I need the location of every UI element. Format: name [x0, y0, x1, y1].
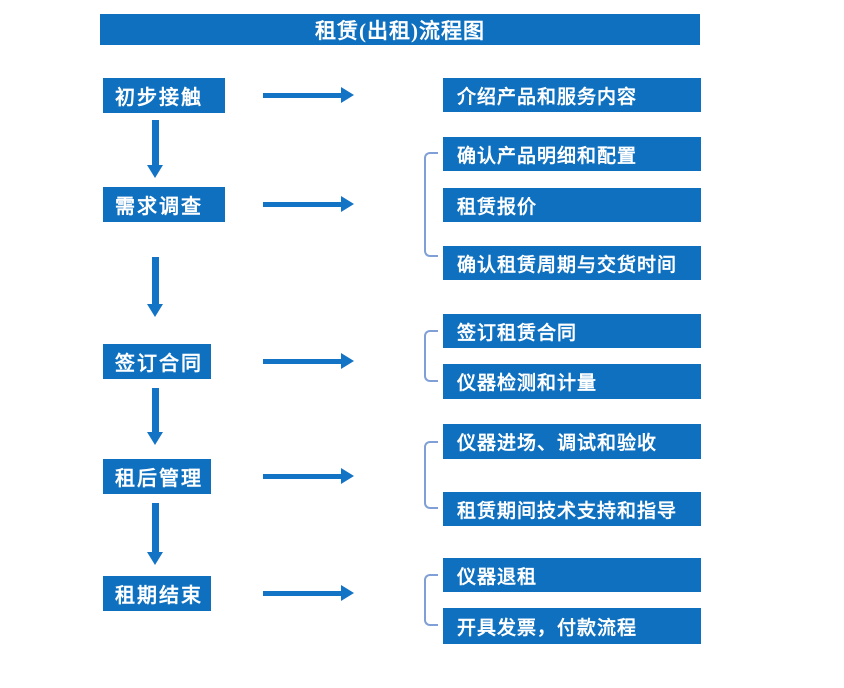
down-arrow-icon-1 [147, 120, 163, 178]
step-label: 租期结束 [115, 585, 203, 607]
detail-box-instrument-testing: 仪器检测和计量 [443, 364, 701, 399]
step-label: 需求调查 [115, 196, 203, 218]
detail-box-instrument-return: 仪器退租 [443, 558, 701, 592]
detail-label: 签订租赁合同 [457, 322, 578, 344]
step-label: 签订合同 [115, 353, 203, 375]
detail-label: 确认产品明细和配置 [457, 145, 638, 167]
detail-box-tech-support: 租赁期间技术支持和指导 [443, 492, 701, 526]
right-arrow-icon-4 [263, 468, 354, 484]
detail-label: 租赁报价 [457, 196, 538, 218]
step-box-rental-end: 租期结束 [103, 576, 211, 611]
bracket-group-4 [424, 441, 438, 509]
down-arrow-icon-4 [147, 503, 163, 565]
detail-label: 仪器退租 [457, 566, 538, 588]
right-arrow-icon-3 [263, 353, 354, 369]
step-box-post-rental-management: 租后管理 [103, 459, 211, 494]
right-arrow-icon-2 [263, 196, 354, 212]
right-arrow-icon-5 [263, 585, 354, 601]
detail-label: 仪器进场、调试和验收 [457, 433, 658, 454]
detail-box-invoice-payment: 开具发票，付款流程 [443, 608, 701, 644]
step-label: 租后管理 [115, 468, 203, 490]
down-arrow-icon-2 [147, 257, 163, 317]
detail-label: 开具发票，付款流程 [457, 617, 638, 639]
step-box-sign-contract: 签订合同 [103, 344, 211, 379]
title-bar: 租赁(出租)流程图 [100, 14, 700, 45]
step-box-initial-contact: 初步接触 [103, 78, 225, 113]
bracket-group-3 [424, 330, 438, 382]
detail-box-sign-rental-contract: 签订租赁合同 [443, 314, 701, 348]
detail-label: 租赁期间技术支持和指导 [457, 500, 678, 522]
down-arrow-icon-3 [147, 388, 163, 445]
detail-box-intro-products-services: 介绍产品和服务内容 [443, 78, 701, 112]
page-title: 租赁(出租)流程图 [315, 18, 485, 43]
bracket-group-2 [424, 152, 438, 257]
detail-label: 仪器检测和计量 [457, 373, 598, 394]
detail-box-rental-quote: 租赁报价 [443, 188, 701, 222]
detail-label: 介绍产品和服务内容 [457, 86, 638, 108]
detail-label: 确认租赁周期与交货时间 [457, 254, 678, 276]
step-box-demand-survey: 需求调查 [103, 187, 225, 222]
detail-box-confirm-period-delivery: 确认租赁周期与交货时间 [443, 246, 701, 280]
detail-box-confirm-product-config: 确认产品明细和配置 [443, 137, 701, 171]
right-arrow-icon-1 [263, 87, 354, 103]
detail-box-instrument-setup-acceptance: 仪器进场、调试和验收 [443, 424, 701, 459]
bracket-group-5 [424, 574, 438, 626]
step-label: 初步接触 [115, 87, 203, 109]
